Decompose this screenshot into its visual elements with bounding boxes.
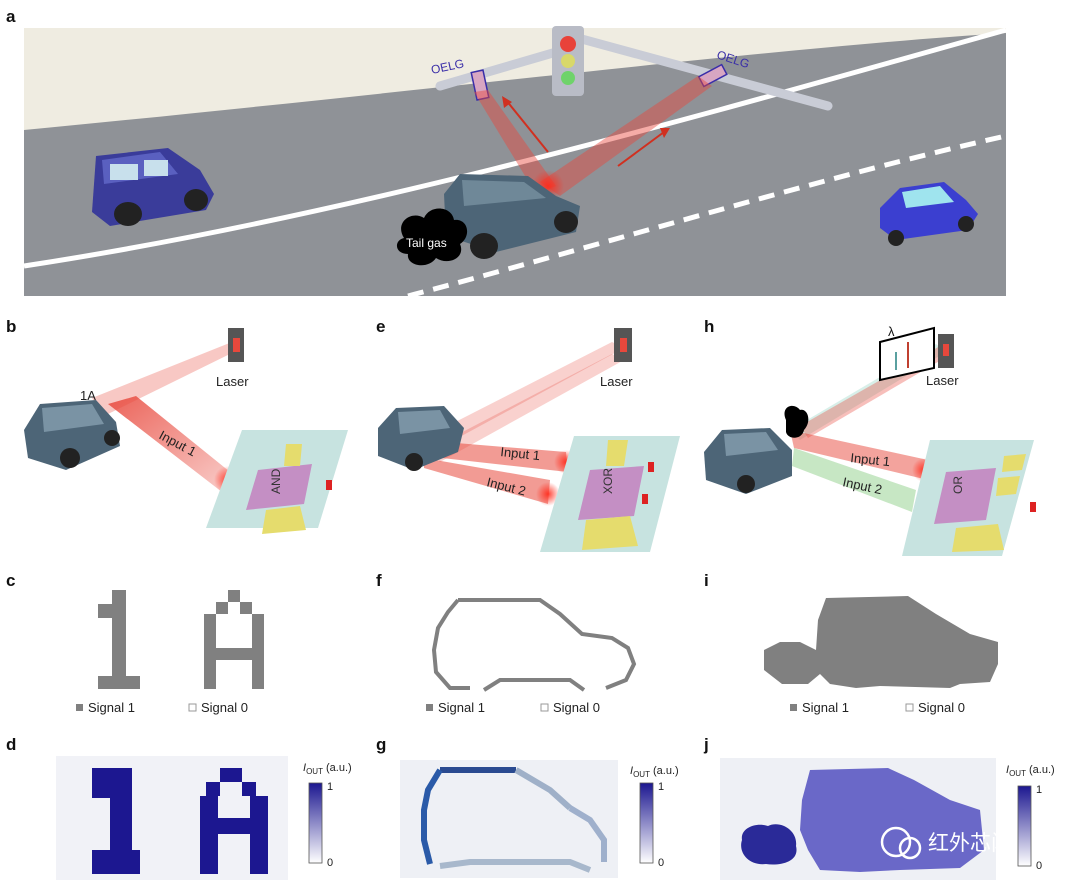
gate-and: AND	[269, 468, 283, 494]
panel-label-e: e	[376, 317, 385, 336]
car-h-icon	[704, 428, 792, 494]
legend-i-signal1: Signal 1	[802, 700, 849, 715]
tail-gas-label: Tail gas	[406, 236, 447, 250]
colorbar-j-min: 0	[1036, 860, 1042, 872]
output-map-d	[56, 756, 288, 880]
colorbar-g: IOUT (a.u.) 1 0	[630, 765, 679, 869]
signal-0-swatch	[905, 703, 914, 712]
colorbar-g-max: 1	[658, 781, 664, 793]
signal-pattern-car-filled	[764, 596, 998, 688]
watermark: 红外芯闻	[880, 826, 1012, 860]
legend-i: Signal 1 Signal 0	[790, 700, 965, 715]
gate-or: OR	[951, 476, 965, 494]
colorbar-j: IOUT (a.u.) 1 0	[1006, 764, 1055, 872]
lambda-label: λ	[888, 324, 895, 339]
gate-xor: XOR	[601, 468, 615, 494]
spectrum-box: λ	[879, 324, 935, 382]
legend-c: Signal 1 Signal 0	[76, 700, 248, 715]
center-car-icon	[444, 174, 580, 259]
signal-pattern-car-outline	[431, 598, 637, 692]
legend-c-signal0: Signal 0	[201, 700, 248, 715]
signal-0-swatch	[540, 703, 549, 712]
car-e-icon	[378, 406, 464, 471]
gas-cloud-icon	[784, 405, 809, 438]
legend-c-signal1: Signal 1	[88, 700, 135, 715]
legend-i-signal0: Signal 0	[918, 700, 965, 715]
laser-icon	[228, 328, 244, 362]
colorbar-g-label: IOUT (a.u.)	[630, 765, 679, 779]
legend-f-signal0: Signal 0	[553, 700, 600, 715]
signal-1-swatch	[790, 704, 797, 711]
oelg-device-left	[470, 69, 490, 101]
colorbar-d-max: 1	[327, 781, 333, 793]
laser-label-e: Laser	[600, 374, 633, 389]
blue-car-icon	[880, 182, 978, 246]
suv-car-icon	[92, 148, 214, 226]
traffic-light-icon	[552, 26, 584, 96]
laser-icon	[938, 334, 954, 368]
scene-e: Laser Input 1 Input 2 XOR	[378, 328, 680, 552]
laser-icon	[614, 328, 632, 362]
road-scene: OELG OELG Tail gas	[23, 26, 1007, 299]
sidewalk	[24, 28, 1006, 130]
car-b-icon	[24, 400, 120, 470]
legend-f: Signal 1 Signal 0	[426, 700, 600, 715]
oelg-label-left: OELG	[430, 56, 466, 77]
panel-label-f: f	[376, 571, 382, 590]
chip-or: OR	[902, 440, 1036, 556]
panel-label-j: j	[703, 735, 709, 754]
scene-b: Laser 1A Input 1 AND	[24, 328, 348, 534]
tail-gas-cloud-icon: Tail gas	[396, 208, 468, 266]
input-1-label-h: Input 1	[850, 450, 891, 469]
chat-bubble-icon	[880, 826, 912, 858]
panel-label-d: d	[6, 735, 16, 754]
laser-beam-left	[474, 90, 556, 194]
laser-label-h: Laser	[926, 373, 959, 388]
road-line-dashed	[407, 133, 1007, 299]
watermark-text: 红外芯闻	[928, 832, 1012, 855]
laser-label-b: Laser	[216, 374, 249, 389]
colorbar-j-label: IOUT (a.u.)	[1006, 764, 1055, 778]
legend-f-signal1: Signal 1	[438, 700, 485, 715]
panel-label-c: c	[6, 571, 15, 590]
colorbar-j-max: 1	[1036, 784, 1042, 796]
colorbar-d-min: 0	[327, 857, 333, 869]
oelg-device-right	[697, 63, 728, 88]
colorbar-d: IOUT (a.u.) 1 0	[303, 762, 352, 869]
panel-label-g: g	[376, 735, 386, 754]
signal-1-swatch	[426, 704, 433, 711]
signal-pattern-1a	[98, 590, 264, 689]
panel-label-b: b	[6, 317, 16, 336]
laser-beam-right	[540, 76, 712, 196]
signal-1-swatch	[76, 704, 83, 711]
panel-label-a: a	[6, 7, 16, 26]
signal-0-swatch	[188, 703, 197, 712]
tag-1a: 1A	[80, 388, 96, 403]
input-1-label-e: Input 1	[500, 444, 541, 463]
scene-h: λ Laser Input 1 Input 2 OR	[704, 324, 1036, 556]
panel-label-h: h	[704, 317, 714, 336]
output-map-g	[400, 760, 618, 878]
colorbar-d-label: IOUT (a.u.)	[303, 762, 352, 776]
chip-and: AND	[206, 430, 348, 534]
colorbar-g-min: 0	[658, 857, 664, 869]
panel-label-i: i	[704, 571, 709, 590]
chip-xor: XOR	[540, 436, 680, 552]
road-line-solid	[23, 27, 1007, 269]
output-map-j	[720, 758, 996, 880]
